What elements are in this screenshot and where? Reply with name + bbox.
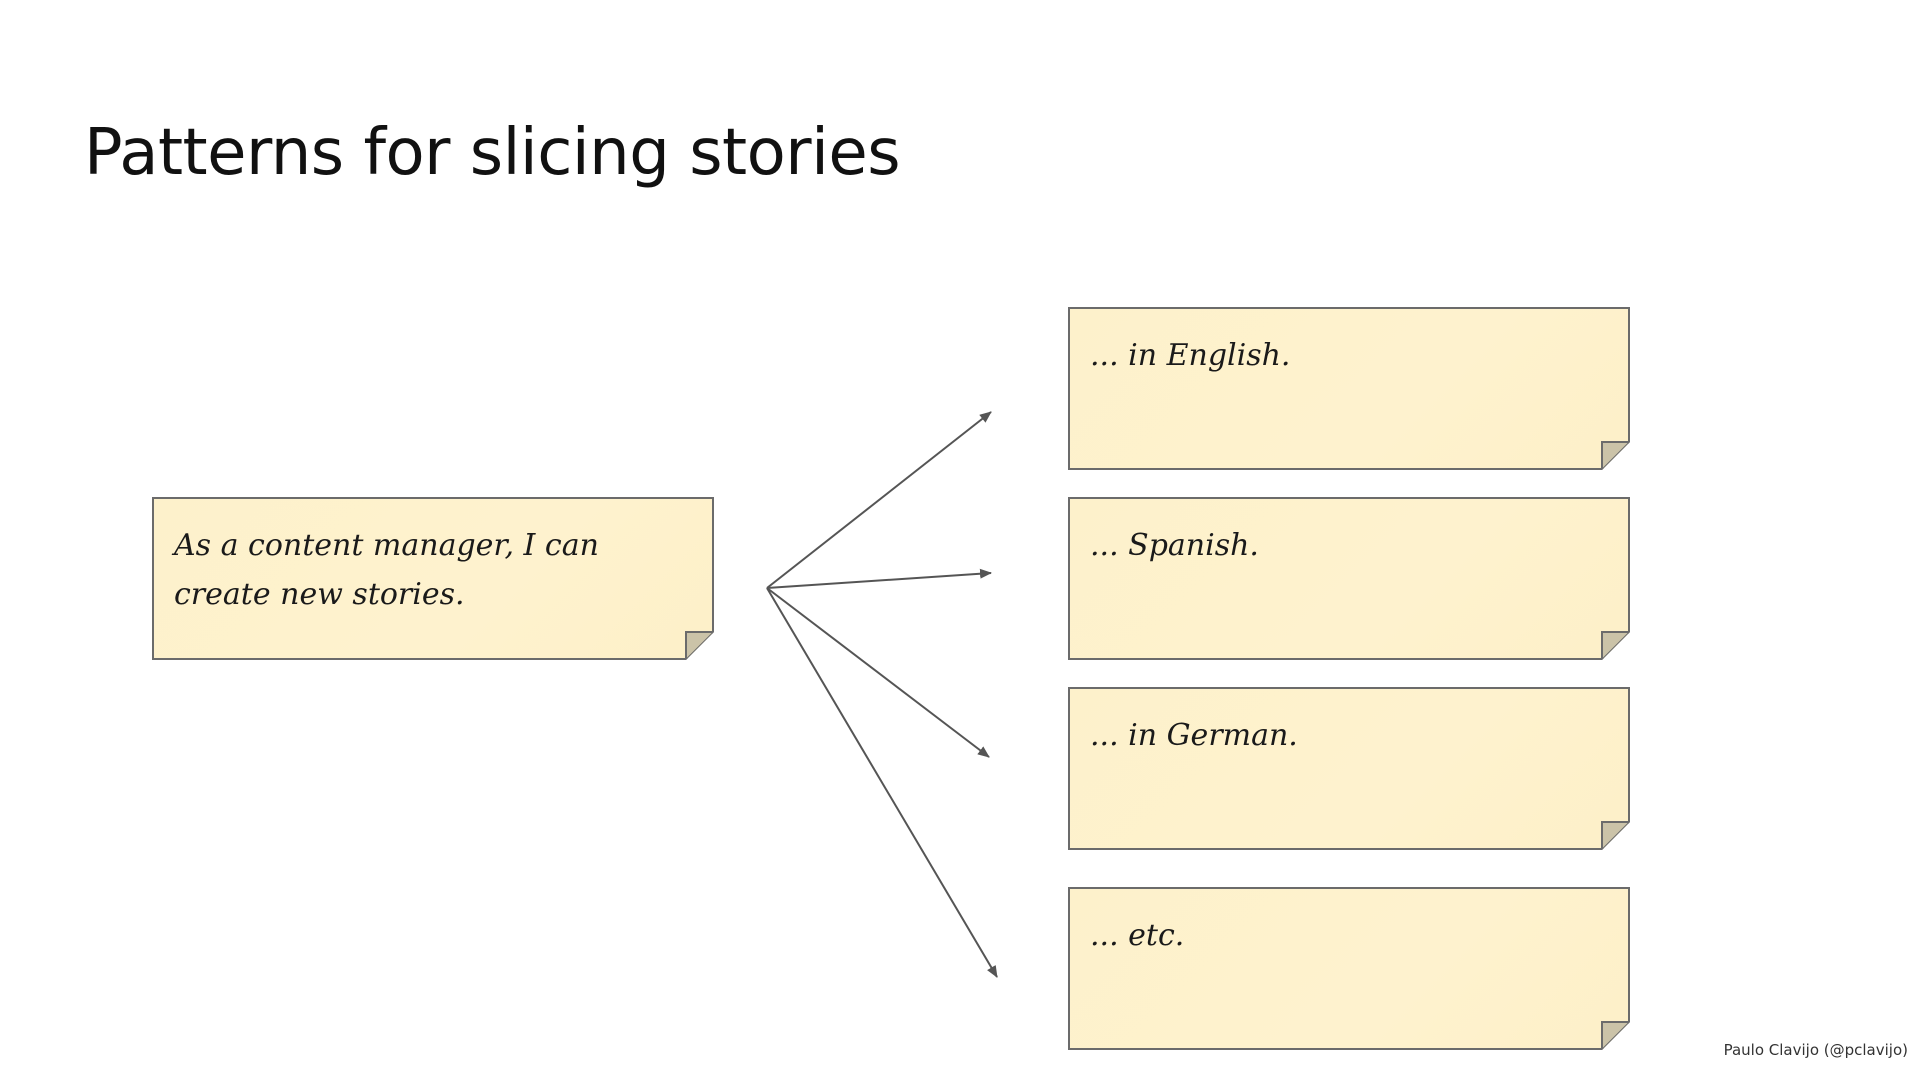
source-story-text: As a content manager, I can create new s… <box>174 528 599 612</box>
note-fold-icon <box>1600 440 1630 470</box>
note-fold-icon <box>1600 820 1630 850</box>
author-credit: Paulo Clavijo (@pclavijo) <box>1723 1041 1908 1059</box>
slice-note-spanish: ... Spanish. <box>1068 497 1630 660</box>
arrow-to-german <box>766 587 990 758</box>
note-fold-icon <box>1600 630 1630 660</box>
source-story-note: As a content manager, I can create new s… <box>152 497 714 660</box>
slide-title: Patterns for slicing stories <box>84 116 901 190</box>
slice-note-text: ... in English. <box>1090 338 1291 373</box>
note-fold-icon <box>1600 1020 1630 1050</box>
slice-note-text: ... Spanish. <box>1090 528 1259 563</box>
arrow-to-spanish <box>766 568 992 589</box>
slice-note-text: ... etc. <box>1090 918 1185 953</box>
arrow-to-english <box>766 411 992 589</box>
arrow-to-etc <box>766 587 998 978</box>
slice-note-english: ... in English. <box>1068 307 1630 470</box>
slice-note-etc: ... etc. <box>1068 887 1630 1050</box>
slice-note-german: ... in German. <box>1068 687 1630 850</box>
note-fold-icon <box>684 630 714 660</box>
slice-note-text: ... in German. <box>1090 718 1298 753</box>
